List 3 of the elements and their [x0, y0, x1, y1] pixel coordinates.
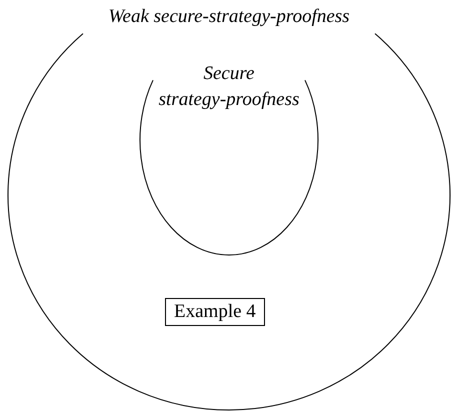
set-label: Weak secure-strategy-proofness — [107, 5, 351, 29]
example-box: Example 4 — [165, 298, 265, 326]
set-label: Secure strategy-proofness — [158, 62, 300, 112]
